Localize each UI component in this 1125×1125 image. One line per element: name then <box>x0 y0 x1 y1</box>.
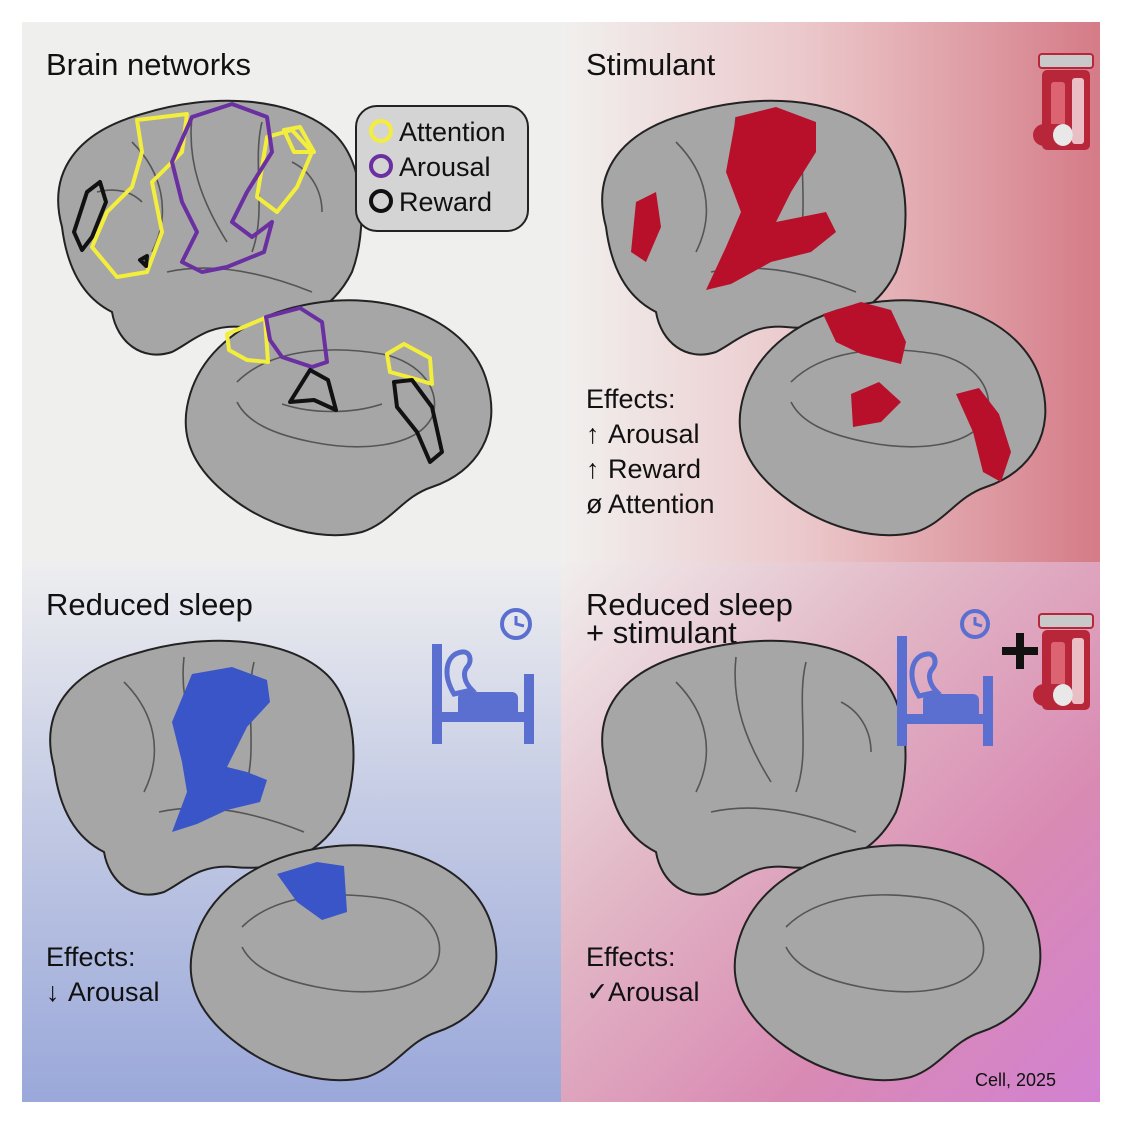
reward-ring-icon <box>369 188 393 213</box>
effects-list: Effects: ↓Arousal <box>46 940 160 1010</box>
reduced-sleep-illustration <box>49 608 534 1082</box>
pill-bottle-icon <box>1033 613 1094 710</box>
bed-clock-icon <box>432 608 534 744</box>
sleep-region <box>277 862 347 920</box>
lateral-brain <box>601 639 907 896</box>
panel-title: Reduced sleep <box>46 587 253 622</box>
panel-brain-networks: Brain networks <box>22 22 561 562</box>
panel-title: Brain networks <box>46 47 252 82</box>
legend: Attention Arousal Reward <box>355 105 529 232</box>
attention-outline <box>385 342 434 386</box>
medial-brain <box>184 299 493 537</box>
pill-bottle-icon <box>1033 53 1094 150</box>
lateral-brain <box>49 639 355 896</box>
effects-heading: Effects: <box>586 942 676 972</box>
stimulant-region <box>851 382 901 427</box>
legend-item-attention: Attention <box>369 116 506 148</box>
effect-item: ↓Arousal <box>46 977 160 1007</box>
medial-brain <box>738 299 1047 537</box>
effect-item: ✓Arousal <box>586 977 700 1007</box>
effects-list: Effects: ✓Arousal <box>586 940 700 1010</box>
plus-icon <box>1002 633 1038 669</box>
panel-reduced-sleep: Reduced sleep <box>22 562 561 1102</box>
attention-outline <box>90 112 189 279</box>
panel-title: Stimulant <box>586 47 716 82</box>
reward-outline <box>72 180 108 252</box>
legend-item-arousal: Arousal <box>369 151 491 183</box>
arousal-outline <box>264 306 329 369</box>
stimulant-region <box>706 107 836 290</box>
reward-outline <box>138 254 149 268</box>
attention-outline <box>225 316 270 364</box>
combined-illustration <box>601 609 1094 1082</box>
panel-title-line1: Reduced sleep <box>586 587 793 622</box>
panel-title-line2: + stimulant <box>586 615 737 650</box>
lateral-brain <box>57 99 363 356</box>
stimulant-illustration <box>601 53 1094 537</box>
effect-item: ↑Arousal <box>586 419 700 449</box>
panel-stimulant: Stimulant <box>561 22 1100 562</box>
bed-clock-icon <box>897 609 993 746</box>
arousal-ring-icon <box>369 153 393 178</box>
medial-brain <box>733 844 1042 1082</box>
attention-outline <box>282 125 316 154</box>
brain-networks-illustration <box>57 99 493 537</box>
stimulant-region <box>823 302 906 364</box>
stimulant-region <box>631 192 661 262</box>
arousal-outline <box>170 102 274 274</box>
reward-outline <box>392 378 444 464</box>
stimulant-region <box>956 388 1011 482</box>
effects-heading: Effects: <box>46 942 136 972</box>
effects-heading: Effects: <box>586 384 676 414</box>
medial-brain <box>189 844 498 1082</box>
figure: Brain networks <box>22 22 1100 1102</box>
legend-item-reward: Reward <box>369 186 492 218</box>
sleep-region <box>172 667 270 832</box>
reward-outline <box>288 368 338 412</box>
citation: Cell, 2025 <box>975 1070 1057 1090</box>
attention-ring-icon <box>369 118 393 143</box>
lateral-brain <box>601 99 907 356</box>
panel-combined: Reduced sleep + stimulant <box>561 562 1100 1102</box>
effect-item: ↑Reward <box>586 454 702 484</box>
